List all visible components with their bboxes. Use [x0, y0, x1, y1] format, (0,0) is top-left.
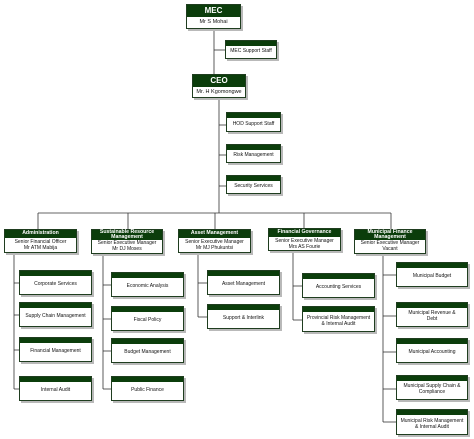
- dept-head-name: Mrs AS Fourie: [288, 244, 321, 250]
- risk-management-label: Risk Management: [233, 152, 274, 159]
- unit-corporate-services[interactable]: Corporate Services: [19, 270, 92, 295]
- unit-support-interlink[interactable]: Support & Interlink: [207, 304, 280, 329]
- dept-sustainable-resource-management[interactable]: Sustainable Resource Management Senior E…: [91, 229, 163, 254]
- unit-fiscal-policy[interactable]: Fiscal Policy: [111, 306, 184, 331]
- dept-role: Senior Executive Manager: [185, 239, 244, 245]
- unit-municipal-budget[interactable]: Municipal Budget: [396, 262, 468, 287]
- hod-support-staff-box[interactable]: HOD Support Staff: [226, 112, 281, 132]
- ceo-name: Mr. H Kgomongwe: [196, 89, 242, 95]
- dept-municipal-finance-management[interactable]: Municipal Finance Management Senior Exec…: [354, 229, 426, 254]
- unit-label: Municipal Risk Management & Internal Aud…: [400, 417, 464, 430]
- unit-label: Support & Interlink: [222, 315, 265, 322]
- unit-label: Economic Analysis: [126, 283, 169, 290]
- unit-label: Internal Audit: [40, 387, 71, 394]
- dept-title: Asset Management: [179, 230, 250, 238]
- unit-economic-analysis[interactable]: Economic Analysis: [111, 272, 184, 297]
- dept-title: Administration: [5, 230, 76, 238]
- unit-label: Municipal Budget: [412, 273, 452, 280]
- unit-label: Corporate Services: [34, 281, 77, 288]
- dept-role: Senior Executive Manager: [97, 240, 157, 246]
- unit-public-finance[interactable]: Public Finance: [111, 376, 184, 401]
- dept-head-name: Mr ATM Mabija: [23, 245, 58, 251]
- dept-administration[interactable]: Administration Senior Financial Officer …: [4, 229, 77, 253]
- unit-municipal-revenue-debt[interactable]: Municipal Revenue & Debt: [396, 302, 468, 327]
- unit-label: Municipal Accounting: [408, 349, 456, 356]
- mec-support-staff-label: MEC Support Staff: [230, 48, 272, 55]
- ceo-box[interactable]: CEO Mr. H Kgomongwe: [192, 74, 246, 98]
- unit-municipal-supply-chain[interactable]: Municipal Supply Chain & Compliance: [396, 375, 468, 400]
- unit-municipal-risk-management[interactable]: Municipal Risk Management & Internal Aud…: [396, 409, 468, 435]
- dept-financial-governance[interactable]: Financial Governance Senior Executive Ma…: [268, 228, 341, 251]
- unit-label: Asset Management: [221, 281, 266, 288]
- dept-head-name: Mr MJ Phukuntsi: [195, 245, 234, 251]
- risk-management-box[interactable]: Risk Management: [226, 144, 281, 163]
- security-services-label: Security Services: [234, 183, 273, 190]
- unit-label: Municipal Revenue & Debt: [408, 310, 456, 322]
- dept-title: Financial Governance: [269, 229, 340, 237]
- security-services-box[interactable]: Security Services: [226, 175, 281, 194]
- unit-label: Municipal Supply Chain & Compliance: [403, 383, 461, 395]
- unit-asset-management[interactable]: Asset Management: [207, 270, 280, 295]
- unit-label: Provincial Risk Management & Internal Au…: [306, 314, 371, 327]
- dept-role: Senior Financial Officer: [14, 239, 67, 245]
- mec-name: Mr S Mohai: [199, 19, 228, 25]
- hod-support-staff-label: HOD Support Staff: [232, 120, 275, 127]
- unit-label: Financial Management: [30, 348, 81, 355]
- unit-label: Supply Chain Management: [25, 313, 86, 320]
- dept-head-name: Mr DJ Moses: [112, 246, 142, 252]
- dept-role: Senior Executive Manager: [275, 238, 334, 244]
- unit-supply-chain-management[interactable]: Supply Chain Management: [19, 302, 92, 327]
- unit-internal-audit[interactable]: Internal Audit: [19, 376, 92, 401]
- unit-financial-management[interactable]: Financial Management: [19, 337, 92, 362]
- unit-budget-management[interactable]: Budget Management: [111, 338, 184, 363]
- unit-label: Public Finance: [131, 387, 164, 394]
- mec-title: MEC: [187, 5, 240, 17]
- unit-label: Fiscal Policy: [133, 317, 162, 324]
- dept-asset-management[interactable]: Asset Management Senior Executive Manage…: [178, 229, 251, 253]
- ceo-title: CEO: [193, 75, 245, 87]
- dept-head-name: Vacant: [382, 246, 398, 252]
- mec-support-staff-box[interactable]: MEC Support Staff: [225, 40, 277, 59]
- dept-role: Senior Executive Manager: [360, 240, 420, 246]
- unit-label: Accounting Services: [315, 284, 362, 291]
- unit-accounting-services[interactable]: Accounting Services: [302, 273, 375, 298]
- dept-title: Municipal Finance Management: [355, 229, 425, 240]
- dept-title: Sustainable Resource Management: [92, 229, 162, 240]
- unit-provincial-risk-management[interactable]: Provincial Risk Management & Internal Au…: [302, 306, 375, 332]
- unit-label: Budget Management: [124, 349, 171, 356]
- unit-municipal-accounting[interactable]: Municipal Accounting: [396, 338, 468, 363]
- mec-box[interactable]: MEC Mr S Mohai: [186, 4, 241, 29]
